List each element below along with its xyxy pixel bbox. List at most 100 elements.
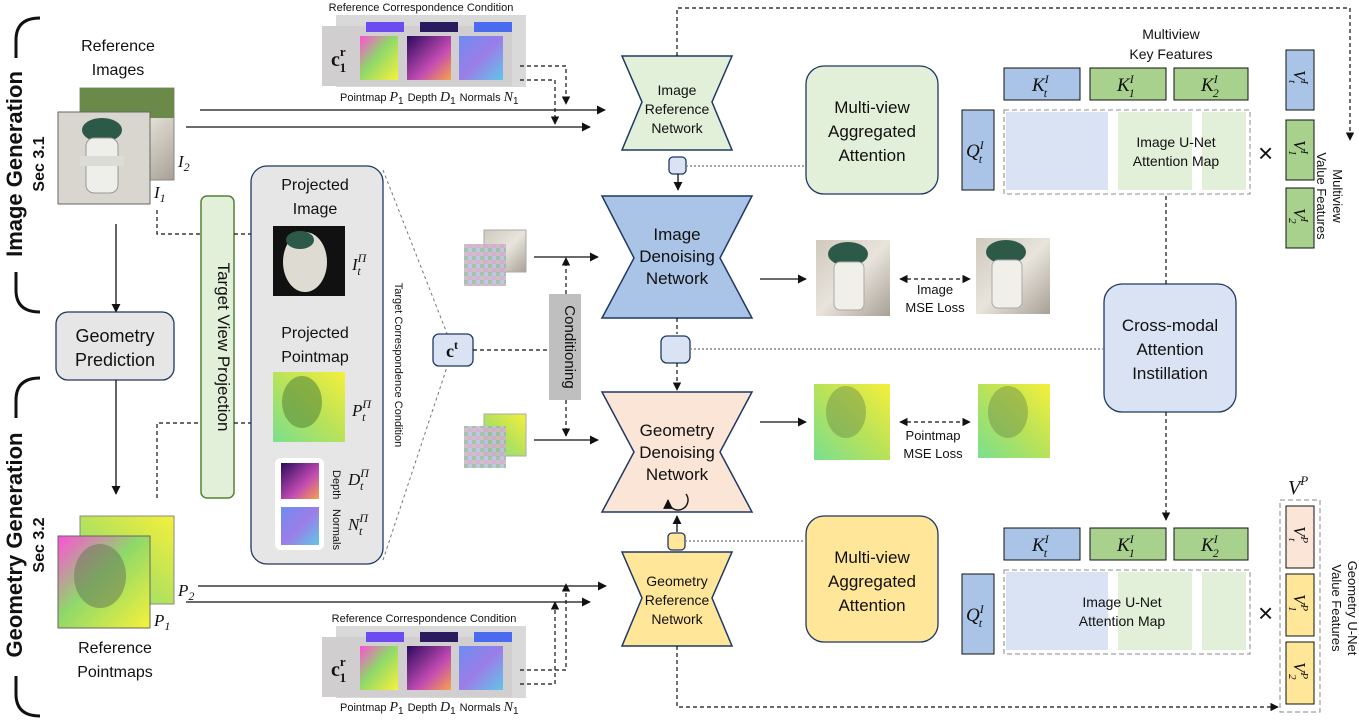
image-denoising-label-3: Network	[646, 269, 709, 288]
value-v1-top	[1285, 119, 1315, 181]
cross-modal-label-3: Instillation	[1132, 364, 1208, 383]
cross-modal-attention-box	[1103, 283, 1237, 413]
key-kt-top	[1003, 67, 1081, 101]
key-k1-bottom	[1089, 527, 1167, 561]
geometry-reference-label-3: Network	[651, 611, 703, 627]
multiview-top-label-1: Multi-view	[834, 98, 910, 117]
image-ref-feature-token	[668, 156, 687, 175]
key-features-label-2: Key Features	[1129, 46, 1212, 62]
vp-label: VP	[1288, 473, 1308, 499]
image-reference-network	[620, 55, 734, 151]
ref-condition-top-title: Reference Correspondence Condition	[329, 2, 514, 14]
noisy-image-latent	[464, 229, 527, 286]
ground-truth-image	[976, 238, 1050, 314]
target-correspondence-label: Target Correspondence Condition	[392, 283, 404, 448]
value-v2-top	[1285, 187, 1315, 249]
query-qt-top	[961, 109, 995, 191]
value-features-label-2: Value Features	[1314, 152, 1329, 240]
image-reference-label-1: Image	[658, 82, 697, 98]
geometry-denoising-label-2: Denoising	[639, 443, 715, 462]
times-top: ×	[1258, 138, 1273, 168]
cross-modal-label-1: Cross-modal	[1122, 316, 1218, 335]
image-denoising-label-1: Image	[653, 225, 700, 244]
image-denoising-label-2: Denoising	[639, 247, 715, 266]
multiview-attention-bottom	[805, 515, 939, 643]
value-v2-bottom-label: VP2	[1286, 662, 1310, 680]
value-vt-bottom	[1285, 505, 1315, 569]
image-denoising-network	[600, 195, 754, 319]
reference-pointmaps-title: Reference	[78, 640, 152, 657]
key-k2-bottom	[1173, 527, 1249, 561]
cross-modal-feature-token	[660, 335, 691, 364]
image-reference-label-3: Network	[651, 120, 703, 136]
geometry-denoising-network	[600, 391, 754, 513]
projected-pointmap-title: Projected	[281, 325, 349, 342]
label-i1: I1	[153, 183, 166, 205]
attention-map-top-label-2: Attention Map	[1133, 153, 1220, 169]
geometry-generation-label: Geometry Generation	[2, 433, 27, 658]
geometry-sec-label: Sec 3.2	[31, 517, 48, 572]
query-qt-bottom	[961, 573, 995, 655]
geometry-prediction-label: Geometry	[75, 326, 154, 346]
value-vt-bottom-label: VPt	[1286, 526, 1310, 543]
image-generation-label: Image Generation	[2, 71, 27, 257]
multiview-top-label-2: Aggregated	[828, 122, 916, 141]
value-features-label: Multiview	[1330, 169, 1345, 223]
projected-pointmap-title-2: Pointmap	[281, 349, 349, 366]
key-k1-top	[1089, 67, 1167, 101]
generated-image-output	[816, 240, 890, 316]
multiview-bottom-label-1: Multi-view	[834, 548, 910, 567]
value-vt-top-label: VIt	[1286, 70, 1310, 85]
geometry-reference-label-2: Reference	[645, 592, 710, 608]
value-v2-bottom	[1285, 641, 1315, 705]
reference-images-title-2: Images	[92, 62, 144, 79]
attention-map-bottom-label: Image U-Net	[1082, 594, 1161, 610]
ground-truth-pointmap	[978, 384, 1050, 458]
section-brackets	[14, 16, 41, 718]
label-p2: P2	[177, 581, 194, 603]
ref-condition-bottom-stack	[322, 626, 526, 698]
geometry-value-features-label: Geometry U-Net	[1345, 561, 1359, 656]
image-sec-label: Sec 3.1	[31, 136, 48, 191]
pointmap-loss-label: Pointmap	[906, 428, 961, 443]
geometry-reference-label-1: Geometry	[646, 573, 707, 589]
geometry-prediction-box	[55, 311, 175, 381]
pointmap-loss-label-2: MSE Loss	[903, 446, 963, 461]
target-view-projection-label: Target View Projection	[214, 263, 233, 432]
key-features-label: Multiview	[1142, 26, 1200, 42]
ref-condition-top-stack	[322, 15, 526, 87]
geometry-reference-network	[620, 551, 734, 647]
attention-map-bottom-label-2: Attention Map	[1079, 613, 1166, 629]
multiview-bottom-label-2: Aggregated	[828, 572, 916, 591]
label-p1: P1	[153, 611, 170, 633]
image-loss-label-2: MSE Loss	[905, 300, 965, 315]
key-kt-bottom	[1003, 527, 1081, 561]
times-bottom: ×	[1258, 598, 1273, 628]
value-group-bottom	[1279, 499, 1321, 713]
multiview-top-label-3: Attention	[838, 146, 905, 165]
cross-modal-label-2: Attention	[1136, 340, 1203, 359]
projected-image	[273, 226, 345, 296]
projected-pointmap	[273, 372, 345, 442]
value-v1-bottom-label: VP1	[1286, 594, 1310, 612]
reference-pointmaps-title-2: Pointmaps	[77, 664, 153, 681]
multiview-bottom-label-3: Attention	[838, 596, 905, 615]
multiview-attention-top	[805, 65, 939, 195]
conditioning-label: Conditioning	[561, 305, 578, 388]
projected-image-title: Projected	[281, 177, 349, 194]
geometry-denoising-label-3: Network	[646, 465, 709, 484]
depth-label: Depth	[330, 470, 342, 499]
geometry-prediction-label-2: Prediction	[75, 350, 155, 370]
geometry-denoising-label-1: Geometry	[640, 421, 715, 440]
